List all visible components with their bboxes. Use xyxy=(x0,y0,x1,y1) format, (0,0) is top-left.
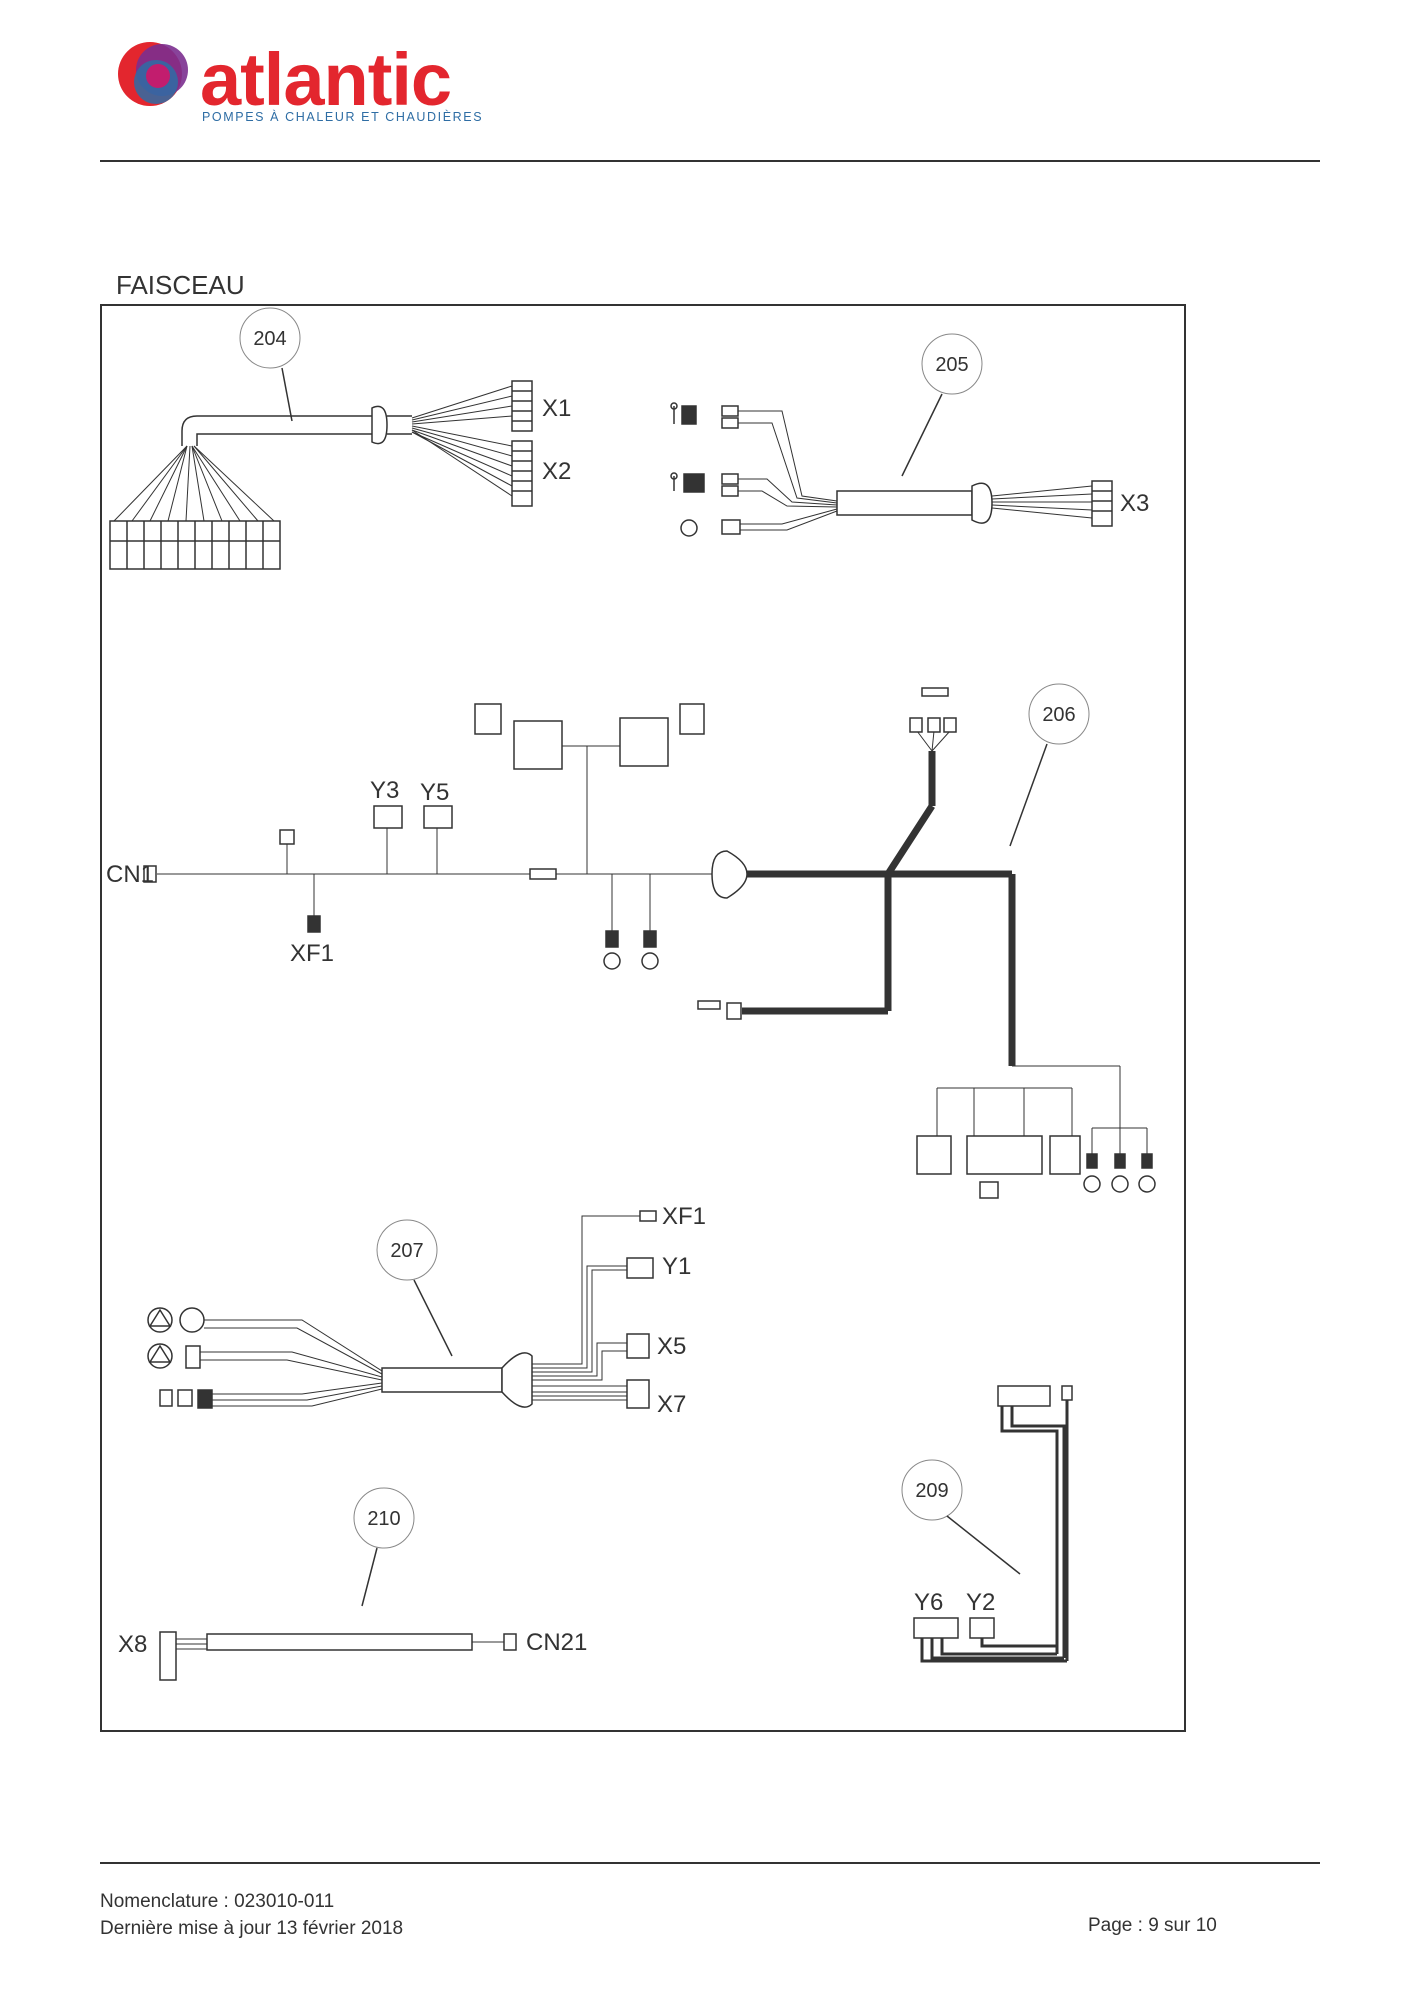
footer-info: Nomenclature : 023010-011 Dernière mise … xyxy=(100,1888,403,1942)
footer-nomenclature: Nomenclature : 023010-011 xyxy=(100,1891,335,1912)
label-xf1-207: XF1 xyxy=(662,1203,706,1230)
label-y1: Y1 xyxy=(662,1253,691,1280)
ref-206: 206 xyxy=(1042,704,1075,726)
harness-207 xyxy=(147,1210,657,1409)
ref-205: 205 xyxy=(935,354,968,376)
label-x1: X1 xyxy=(542,395,571,422)
harness-drawing: 204 205 206 207 209 210 X1 X2 X3 CN1 XF1… xyxy=(106,307,1156,1681)
harness-210 xyxy=(159,1487,517,1681)
label-y6: Y6 xyxy=(914,1589,943,1616)
label-xf1-206: XF1 xyxy=(290,940,334,967)
section-title: FAISCEAU xyxy=(116,270,245,300)
label-x8: X8 xyxy=(118,1631,147,1658)
harness-206 xyxy=(143,683,1156,1199)
footer-divider xyxy=(100,1862,1320,1864)
label-y2: Y2 xyxy=(966,1589,995,1616)
header-divider xyxy=(100,160,1320,162)
label-cn21: CN21 xyxy=(526,1629,587,1656)
harness-diagram: 204 205 206 207 209 210 X1 X2 X3 CN1 XF1… xyxy=(100,304,1186,1732)
label-cn1: CN1 xyxy=(106,861,154,888)
brand-tagline: POMPES À CHALEUR ET CHAUDIÈRES xyxy=(202,110,484,124)
brand-name: atlantic xyxy=(200,38,452,121)
label-x3: X3 xyxy=(1120,490,1149,517)
ref-204: 204 xyxy=(253,328,286,350)
footer-page-number: Page : 9 sur 10 xyxy=(1088,1915,1217,1936)
ref-210: 210 xyxy=(367,1508,400,1530)
label-x2: X2 xyxy=(542,458,571,485)
footer-updated: Dernière mise à jour 13 février 2018 xyxy=(100,1918,404,1939)
ref-209: 209 xyxy=(915,1480,948,1502)
label-y3: Y3 xyxy=(370,777,399,804)
label-x7: X7 xyxy=(657,1391,686,1418)
logo-mark-icon xyxy=(118,42,188,106)
ref-207: 207 xyxy=(390,1240,423,1262)
harness-205 xyxy=(670,333,1113,537)
label-x5: X5 xyxy=(657,1333,686,1360)
label-y5: Y5 xyxy=(420,779,449,806)
atlantic-logo: atlantic POMPES À CHALEUR ET CHAUDIÈRES xyxy=(112,36,492,132)
harness-204 xyxy=(109,307,533,570)
harness-209 xyxy=(901,1385,1073,1663)
